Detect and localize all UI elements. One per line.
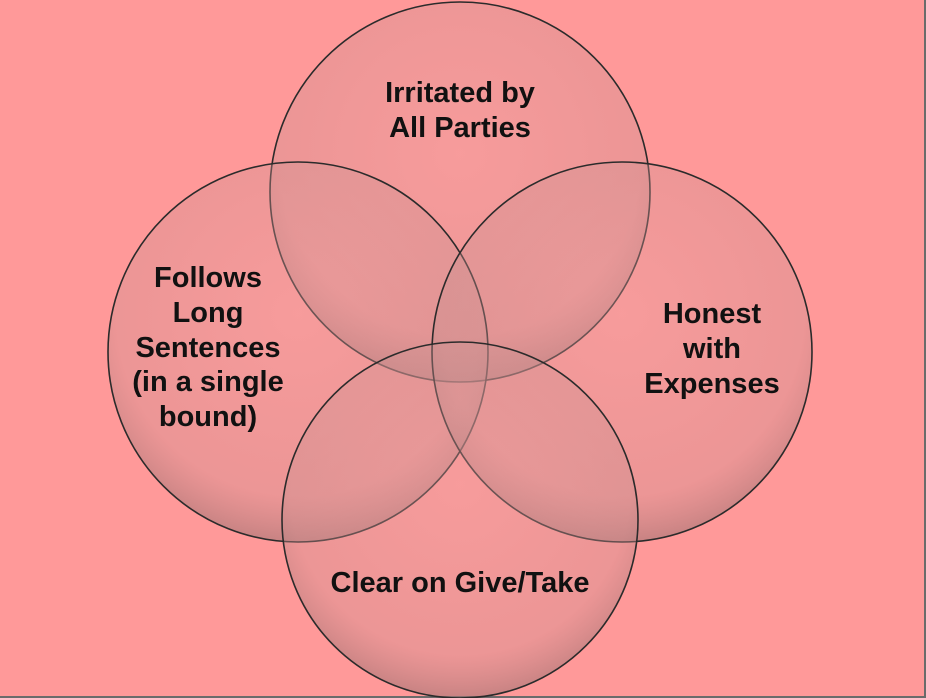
label-irritated-by-all-parties: Irritated by All Parties: [385, 77, 535, 144]
label-clear-on-give-take: Clear on Give/Take: [330, 567, 590, 599]
circle-bottom: [281, 341, 639, 698]
label-follows-long-sentences: Follows Long Sentences (in a single boun…: [132, 262, 284, 434]
label-honest-with-expenses: Honest with Expenses: [644, 298, 780, 400]
